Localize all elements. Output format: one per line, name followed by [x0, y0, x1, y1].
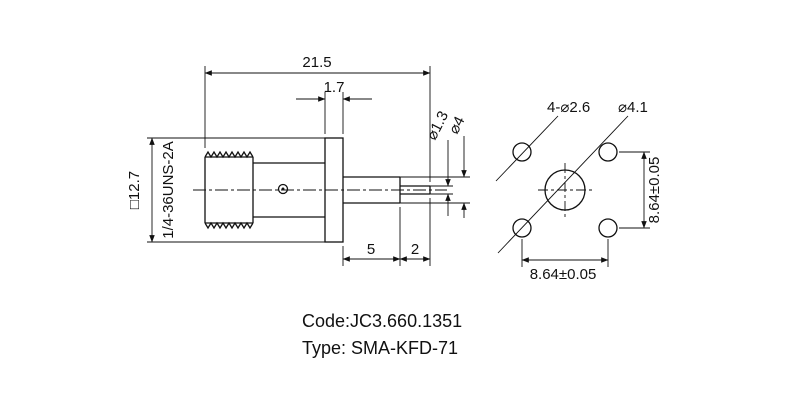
mounting-hole-top-right — [598, 142, 618, 162]
dim-pin-length-label: 2 — [411, 241, 419, 258]
title-block: Code:JC3.660.1351 Type: SMA-KFD-71 — [302, 311, 462, 358]
dim-sleeve-length-label: 5 — [367, 241, 375, 258]
front-view-dimensions — [495, 115, 650, 267]
dim-sleeve-diameter-label: ⌀4 — [445, 114, 468, 137]
leader-center-hole — [497, 115, 629, 254]
side-view — [193, 137, 447, 243]
dim-overall-length-label: 21.5 — [302, 54, 331, 71]
front-view — [512, 142, 618, 238]
center-hole-label: ⌀4.1 — [618, 99, 648, 116]
dim-flange-square-label: □12.7 — [126, 171, 143, 209]
thread-spec-label: 1/4-36UNS-2A — [160, 141, 177, 239]
mounting-hole-bottom-right — [598, 218, 618, 238]
hole-spacing-horizontal-label: 8.64±0.05 — [530, 266, 597, 283]
leader-mounting-holes — [495, 115, 559, 182]
mounting-hole-bottom-left — [512, 218, 532, 238]
set-screw-hole — [277, 183, 289, 195]
part-code-text: Code:JC3.660.1351 — [302, 311, 462, 331]
side-view-dimensions — [147, 66, 470, 266]
front-view-labels: 4-⌀2.6 ⌀4.1 8.64±0.05 8.64±0.05 — [530, 99, 663, 283]
mounting-hole-top-left — [512, 142, 532, 162]
hole-spacing-vertical-label: 8.64±0.05 — [646, 157, 663, 224]
mounting-holes-label: 4-⌀2.6 — [547, 99, 590, 116]
side-view-labels: 21.5 1.7 □12.7 1/4-36UNS-2A ⌀1.3 ⌀4 5 2 — [126, 54, 468, 258]
dim-flange-thickness-label: 1.7 — [324, 79, 345, 96]
thread-profile-top — [204, 150, 254, 159]
thread-profile-bottom — [204, 221, 254, 230]
part-type-text: Type: SMA-KFD-71 — [302, 338, 458, 358]
